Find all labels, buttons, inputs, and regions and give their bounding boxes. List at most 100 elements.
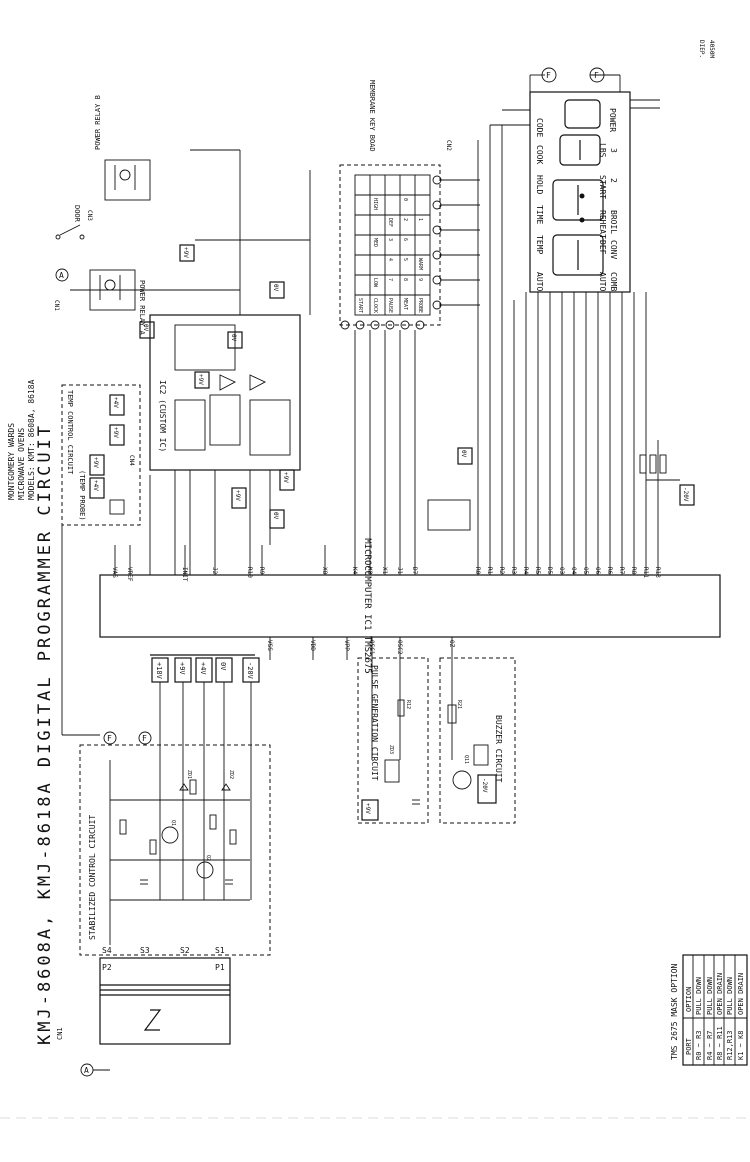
svg-text:CN1: CN1 — [53, 300, 60, 311]
power-relay-a: POWER RELAY A — [89, 269, 146, 336]
svg-text:R9: R9 — [258, 567, 265, 575]
ref-a-left: A CN1 — [56, 1027, 110, 1077]
svg-text:1: 1 — [417, 218, 423, 221]
svg-text:9: 9 — [417, 278, 423, 281]
svg-text:O5: O5 — [582, 567, 589, 575]
keyboard-keys: START CLOCK PAUSE MEAT PROBE LOW MED HIG… — [357, 198, 423, 313]
microcomputer-ic1 — [99, 574, 721, 638]
svg-text:-20V: -20V — [682, 487, 689, 502]
custom-ic2 — [149, 314, 301, 471]
pulse-generation-block — [357, 657, 429, 824]
svg-text:OSC1: OSC1 — [368, 640, 375, 655]
svg-text:ZD1: ZD1 — [186, 770, 192, 779]
svg-text:CN2: CN2 — [445, 140, 452, 151]
svg-text:O4: O4 — [570, 567, 577, 575]
svg-text:R10: R10 — [246, 567, 253, 578]
relay-wiring: +9V — [70, 149, 311, 315]
svg-text:D5: D5 — [546, 567, 553, 575]
svg-text:+9V: +9V — [197, 374, 204, 385]
custom-ic-label: IC2 (CUSTOM IC) — [158, 380, 167, 452]
svg-text:R12: R12 — [405, 700, 411, 709]
svg-text:POWER RELAY A: POWER RELAY A — [138, 280, 146, 336]
svg-text:S1: S1 — [215, 946, 225, 955]
svg-text:0V: 0V — [460, 450, 467, 458]
crystal-box — [427, 499, 471, 531]
svg-text:Q1: Q1 — [170, 820, 176, 826]
svg-text:Q11: Q11 — [463, 755, 469, 764]
stabilized-label: STABILIZED CONTROL CIRCUIT — [88, 815, 97, 940]
pulse-label: PULSE GENERATION CIRCUIT — [370, 665, 379, 781]
svg-text:D7: D7 — [411, 567, 418, 575]
ov-box — [457, 447, 473, 465]
svg-text:R0 ~ R3: R0 ~ R3 — [695, 1030, 703, 1060]
svg-text:POWER RELAY B: POWER RELAY B — [94, 95, 102, 150]
svg-text:X8: X8 — [321, 567, 328, 575]
svg-text:ZD3: ZD3 — [388, 745, 394, 754]
svg-text:CLOCK: CLOCK — [372, 298, 378, 313]
svg-text:F: F — [142, 734, 147, 743]
svg-text:K1 ~ K8: K1 ~ K8 — [737, 1030, 745, 1060]
svg-text:VREF: VREF — [126, 567, 133, 582]
svg-text:R7: R7 — [618, 567, 625, 575]
svg-text:O3: O3 — [558, 567, 565, 575]
svg-text:START: START — [598, 175, 607, 199]
svg-text:COOK: COOK — [535, 145, 544, 164]
svg-text:LBS: LBS — [598, 143, 607, 158]
svg-text:R8: R8 — [630, 567, 637, 575]
svg-text:0V: 0V — [272, 284, 279, 292]
svg-text:MEAT: MEAT — [402, 298, 408, 310]
svg-text:START: START — [357, 298, 363, 313]
svg-text:R6: R6 — [606, 567, 613, 575]
pulse-internals: +9V — [361, 660, 420, 821]
svg-text:0V: 0V — [230, 334, 237, 342]
display-lines — [490, 74, 660, 545]
svg-text:J2: J2 — [211, 567, 218, 575]
svg-text:R13: R13 — [654, 567, 661, 578]
power-relay-b: POWER RELAY B — [94, 95, 151, 201]
svg-text:MED: MED — [372, 238, 378, 247]
buzzer-block — [439, 657, 516, 824]
svg-text:OZ: OZ — [448, 640, 455, 648]
keyboard-lines — [354, 125, 515, 545]
svg-text:VAS: VAS — [111, 567, 118, 578]
svg-text:2: 2 — [402, 218, 408, 221]
svg-text:F: F — [107, 734, 112, 743]
microcomputer-label: MICROCOMPUTER IC1 TMS2675 — [362, 538, 372, 673]
svg-text:+4V: +4V — [92, 480, 99, 491]
micro-top-pins — [114, 545, 659, 575]
svg-text:CONV: CONV — [609, 240, 618, 259]
temp-internals: +9V +4V +9V +4V CN4 — [89, 394, 135, 515]
svg-text:F: F — [594, 71, 599, 80]
vfd-display — [529, 91, 631, 293]
display-labels: AUTO TEMP TIME HOLD COOK CODE AUTO DEF R… — [535, 108, 618, 291]
svg-text:R1: R1 — [486, 567, 493, 575]
svg-text:J1: J1 — [396, 567, 403, 575]
svg-text:DOOR: DOOR — [73, 205, 81, 223]
svg-text:BROIL: BROIL — [609, 210, 618, 234]
note-diep: DIEP. — [698, 40, 705, 58]
mask-option-table: TMS 2675 MASK OPTION PORT OPTION R0 ~ R3… — [670, 954, 748, 1066]
svg-text:POWER: POWER — [608, 108, 617, 132]
svg-text:5: 5 — [402, 258, 408, 261]
svg-text:S2: S2 — [180, 946, 190, 955]
svg-text:K4: K4 — [351, 567, 358, 575]
svg-text:LOW: LOW — [372, 278, 378, 288]
svg-text:CN4: CN4 — [128, 455, 135, 466]
ref-f-left: F F — [103, 731, 152, 745]
svg-text:0: 0 — [402, 198, 408, 201]
svg-text:VPP: VPP — [343, 640, 350, 651]
rail-0v: 0V — [219, 662, 227, 671]
svg-text:HOLD: HOLD — [535, 175, 544, 194]
svg-text:PROBE: PROBE — [417, 298, 423, 313]
micro-bottom-labels: VSS VDD VPP OSC1 OSC2 OZ — [266, 640, 455, 655]
membrane-keyboard — [339, 164, 441, 326]
svg-text:0V: 0V — [142, 324, 149, 332]
svg-text:WARM: WARM — [417, 258, 423, 270]
door-switch: DOOR A CN1 CN3 — [53, 205, 93, 311]
keyboard-label: MEMBRANE KEY BOAD — [368, 80, 376, 152]
svg-text:AUTO: AUTO — [598, 272, 607, 291]
svg-text:COMB: COMB — [609, 272, 618, 291]
svg-text:S3: S3 — [140, 946, 150, 955]
temp-probe-label: (TEMP PROBE) — [78, 470, 86, 521]
component-labels: Q1 Q2 ZD1 ZD2 Q11 R12 R21 ZD3 — [170, 700, 469, 861]
